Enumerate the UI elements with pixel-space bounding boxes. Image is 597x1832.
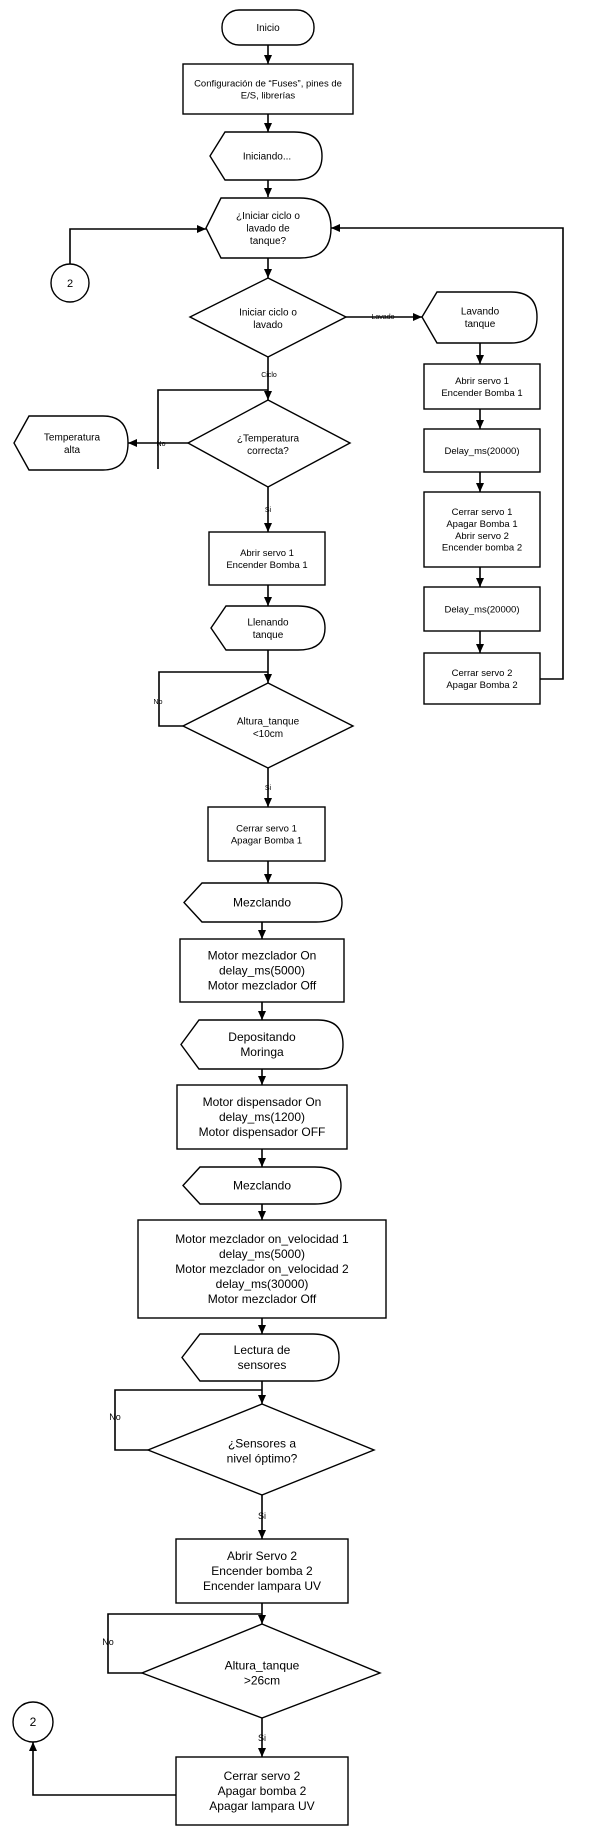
terminal-inicio: Inicio (221, 9, 315, 46)
display-iniciando-text: Iniciando... (243, 152, 291, 163)
process-delay-r2-text: Delay_ms(20000) (445, 604, 520, 615)
edge-label-no-sensores: No (109, 1412, 121, 1422)
edge-label-no-altura10: No (154, 699, 163, 706)
edge-label-no-temp: No (157, 441, 166, 448)
edge-label-si-altura26: Si (258, 1733, 266, 1743)
flowchart-edge-labels: Lavado Ciclo No Si No Si No Si No Si (102, 314, 394, 1743)
display-mezclando-1: Mezclando (183, 882, 343, 923)
connector-2-top: 2 (50, 263, 90, 303)
edge-label-si-sensores: Si (258, 1511, 266, 1521)
edge-final-conn2 (29, 1742, 176, 1796)
edge-label-no-altura26: No (102, 1637, 114, 1647)
decision-altura-10-text: Altura_tanque<10cm (237, 716, 300, 740)
edge-altura26-no-loop (107, 1613, 262, 1674)
decision-altura-26: Altura_tanque>26cm (140, 1623, 382, 1719)
edge-label-si-altura10: Si (265, 785, 272, 792)
display-mezclando-1-text: Mezclando (233, 896, 291, 910)
connector-2-bottom: 2 (12, 1701, 54, 1743)
edge-label-si-temp: Si (265, 507, 272, 514)
connector-2-top-text: 2 (67, 278, 73, 290)
edge-sensores-no-loop (114, 1389, 262, 1451)
display-mezclando-2: Mezclando (182, 1166, 342, 1205)
process-delay-r1: Delay_ms(20000) (423, 428, 541, 473)
edge-label-ciclo: Ciclo (261, 372, 277, 379)
process-delay-r2: Delay_ms(20000) (423, 586, 541, 632)
display-iniciando: Iniciando... (209, 131, 323, 181)
edge-conn2-qciclo (69, 225, 206, 264)
process-delay-r1-text: Delay_ms(20000) (445, 446, 520, 457)
display-mezclando-2-text: Mezclando (233, 1179, 291, 1193)
decision-altura-10: Altura_tanque<10cm (181, 682, 355, 769)
edge-altura10-no-loop (158, 671, 268, 727)
edge-label-lavado: Lavado (372, 314, 395, 321)
connector-2-bottom-text: 2 (30, 1715, 37, 1729)
flowchart-nodes: Inicio Configuración de “Fuses”, pines d… (12, 9, 541, 1826)
edge-loop-back-qciclo (331, 224, 564, 680)
terminal-inicio-text: Inicio (256, 23, 280, 34)
decision-altura-26-text: Altura_tanque>26cm (225, 1659, 300, 1688)
flowchart-edges (29, 45, 564, 1796)
